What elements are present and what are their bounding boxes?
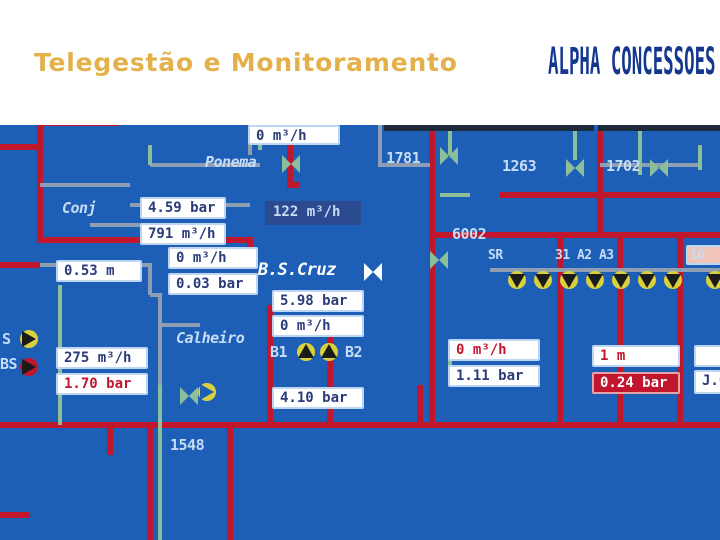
reading-ponema-flow: 122 m³/h — [265, 201, 361, 225]
green-pipes — [60, 125, 700, 540]
pump-calheiro-icon — [200, 384, 214, 400]
pump-icon — [707, 274, 720, 288]
reading-right-extra: J.0 — [694, 370, 720, 394]
counter-1781: 1781 — [386, 149, 420, 167]
reading-conj-flow: 791 m³/h — [140, 223, 226, 245]
reading-right-extra-top — [694, 345, 720, 367]
pump-label-b1: B1 — [270, 343, 287, 361]
reading-bs-pressure: 5.98 bar — [272, 290, 364, 312]
valve-icon — [430, 251, 448, 269]
counter-6002: 6002 — [452, 225, 486, 243]
reading-bs-flow: 0 m³/h — [272, 315, 364, 337]
reading-mid-flow: 0 m³/h — [448, 339, 540, 361]
counter-1263: 1263 — [502, 157, 536, 175]
left-label-s: S — [2, 330, 11, 348]
pump-icon — [509, 274, 525, 288]
pump-b1-icon — [298, 344, 314, 358]
valve-icon — [180, 387, 198, 405]
reading-left-level: 0.53 m — [56, 260, 142, 282]
scada-panel: 0 m³/h Ponema Conj B.S.Cruz Calheiro B1 … — [0, 125, 720, 540]
station-label-conj: Conj — [62, 199, 96, 217]
reading-conj-pressure: 4.59 bar — [140, 197, 226, 219]
reading-bs-pressure-2: 4.10 bar — [272, 387, 364, 409]
pump-icon — [613, 274, 629, 288]
pump-icon — [665, 274, 681, 288]
reading-bs-top: 0 m³/h — [168, 247, 258, 269]
valve-icon — [566, 159, 584, 177]
station-label-calheiro: Calheiro — [176, 329, 244, 347]
reading-mid-pressure: 1.11 bar — [448, 365, 540, 387]
page-title: Telegestão e Monitoramento — [34, 48, 458, 77]
reading-right-pressure: 0.24 bar — [592, 372, 680, 394]
pump-icon — [639, 274, 655, 288]
station-label-bs-cruz: B.S.Cruz — [258, 260, 336, 280]
valve-icon — [440, 147, 458, 165]
pump-icon — [561, 274, 577, 288]
reading-left-pressure-2: 1.70 bar — [56, 373, 148, 395]
valve-icon — [364, 263, 382, 281]
pump-row-label-c: 10 — [690, 248, 705, 263]
reading-right-level: 1 m — [592, 345, 680, 367]
station-label-ponema: Ponema — [205, 153, 256, 171]
header: Telegestão e Monitoramento ALPHA CONCESS… — [0, 0, 720, 125]
pump-label-b2: B2 — [345, 343, 362, 361]
pump-left-icon — [22, 331, 36, 347]
pump-row-label-b: 31 A2 A3 — [555, 248, 614, 263]
brand-logo: ALPHA CONCESSOES — [548, 40, 716, 83]
top-flow-box: 0 m³/h — [248, 125, 340, 145]
valve-icon — [282, 155, 300, 173]
left-label-bs: BS — [0, 355, 17, 373]
pump-b2-icon — [321, 344, 337, 358]
reading-left-pressure: 0.03 bar — [168, 273, 258, 295]
pump-row-label-a: SR — [488, 248, 503, 263]
pump-icon — [535, 274, 551, 288]
valve-icon — [650, 159, 668, 177]
pump-icon — [587, 274, 603, 288]
reading-left-flow: 275 m³/h — [56, 347, 148, 369]
counter-1702: 1702 — [606, 157, 640, 175]
counter-1548: 1548 — [170, 436, 204, 454]
pump-left-alarm-icon — [22, 359, 36, 375]
